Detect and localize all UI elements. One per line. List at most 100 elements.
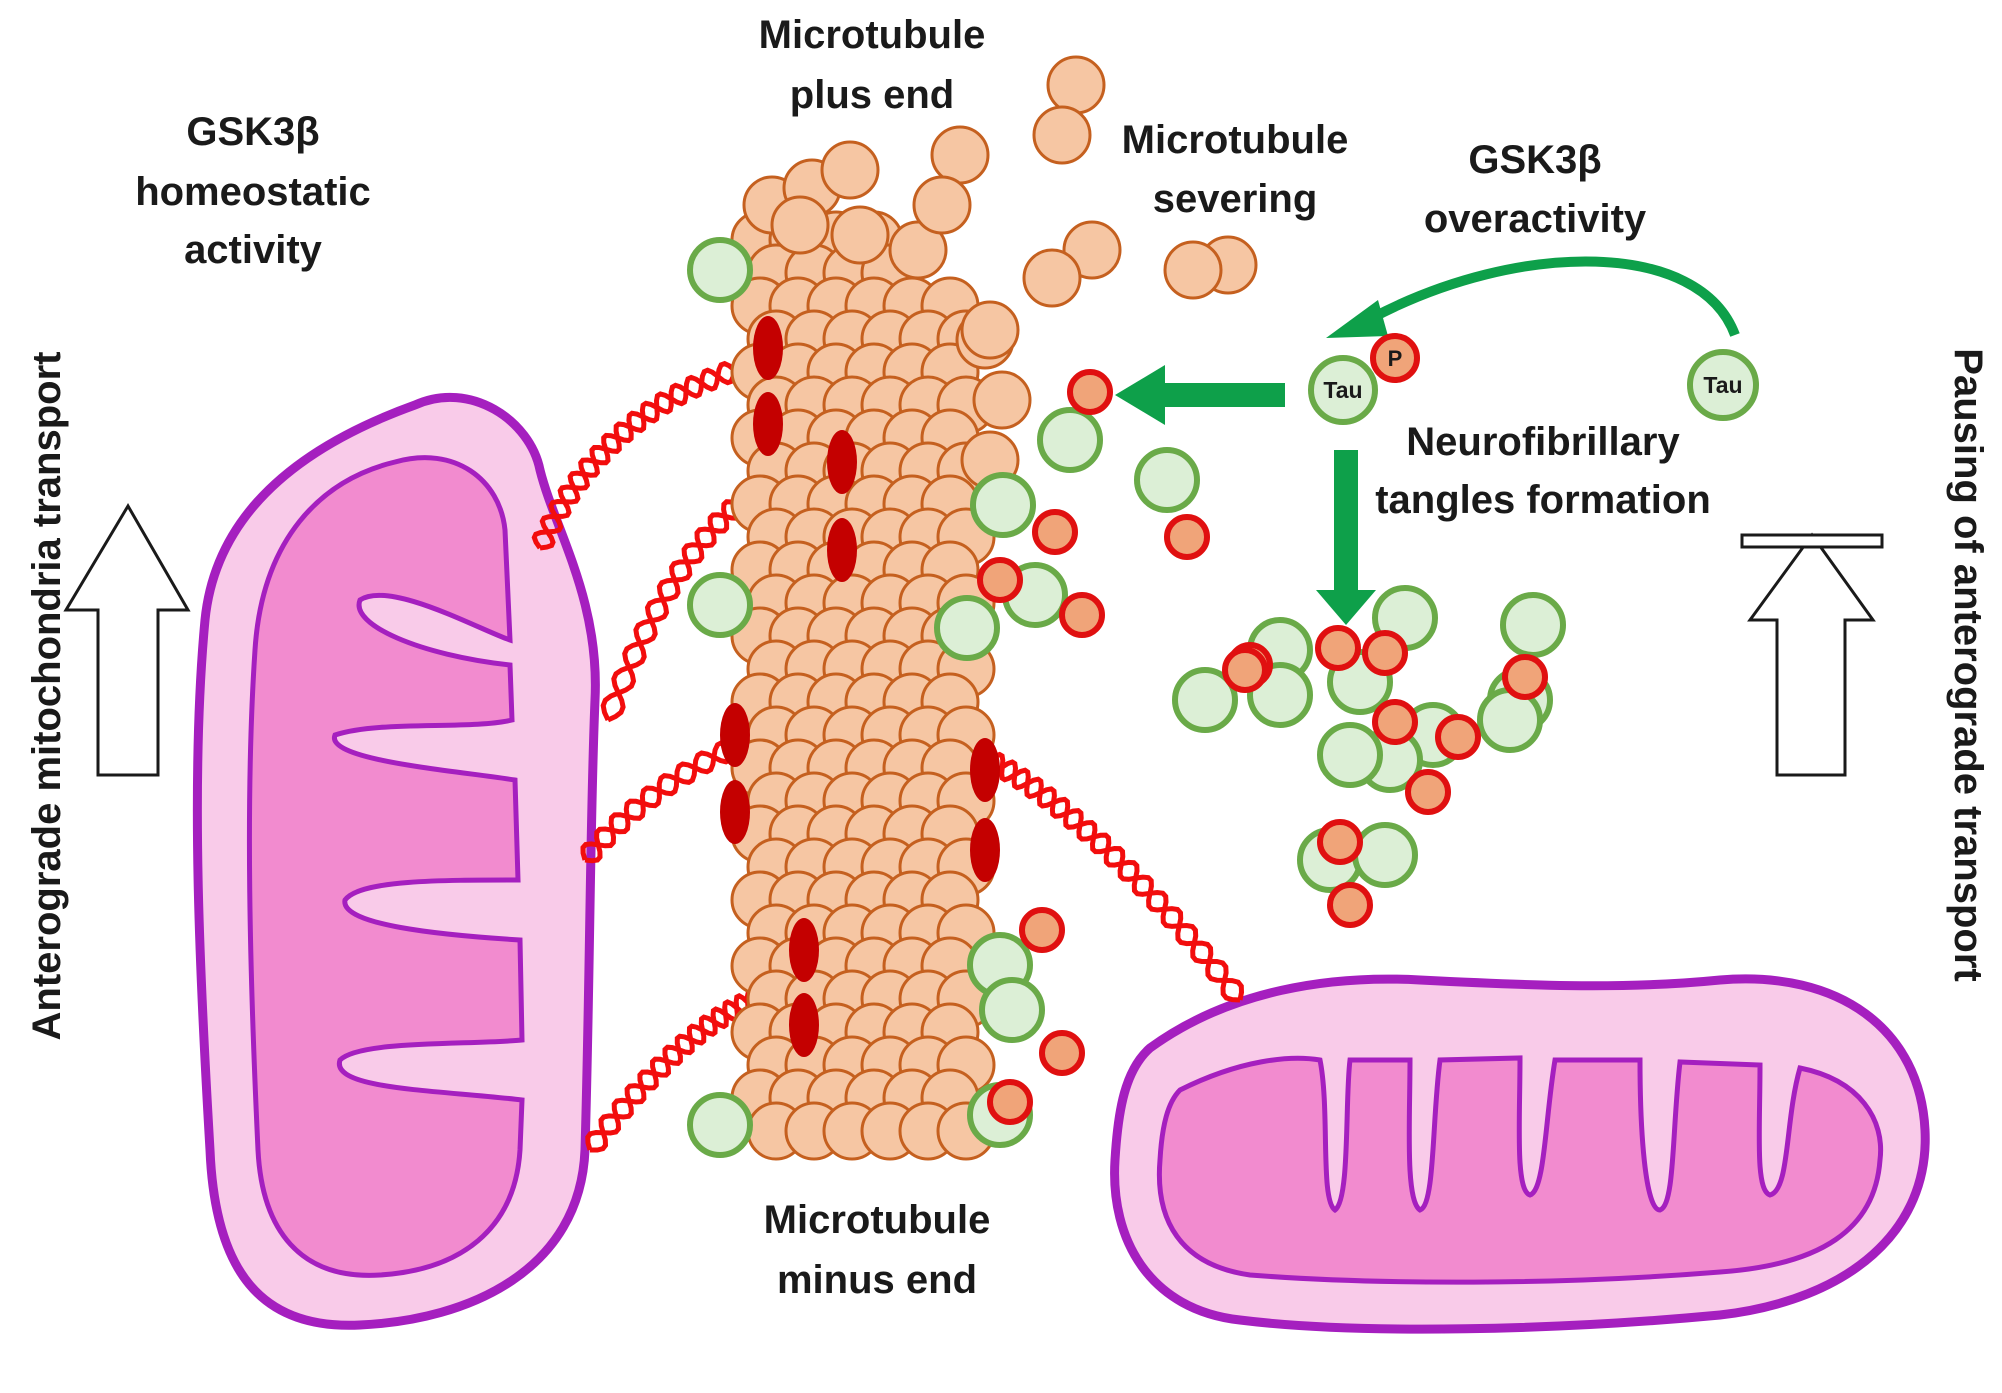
left-mito-cristae [246,455,525,1278]
phospho-tau-4 [1059,592,1105,638]
phospho-tau-15 [1019,907,1065,953]
right-mitochondrion [1110,974,1930,1334]
free-tubulin-1 [1032,105,1092,165]
overactivity-line-2: overactivity [1424,197,1647,241]
phospho-label: P [1388,346,1403,371]
curved-arrow-head [1326,300,1388,338]
free-tau-body [1687,349,1759,421]
severing-line-2: severing [1153,177,1318,221]
tau-6 [934,595,1000,661]
free-tubulin-0 [1046,55,1106,115]
pause-bar [1740,533,1884,549]
motor-head-1 [753,392,783,456]
tau-22 [687,1092,753,1158]
tau-20 [979,977,1045,1043]
motor-head-8 [789,918,819,982]
linker-strand-4-1 [988,751,1241,1003]
tubulin-168 [830,205,890,265]
left-up-arrow [63,503,191,777]
tau-2 [1134,447,1200,513]
tangles-line-1: Neurofibrillary [1406,420,1680,464]
free-tau-label: Tau [1703,372,1742,398]
green-arrows [1115,256,1740,625]
free-tubulin-8 [960,300,1020,360]
overactivity-line-1: GSK3β [1468,138,1601,182]
label-homeostatic: GSK3β homeostatic activity [135,110,371,272]
phospho-tau-10 [1435,714,1481,760]
phospho-tau-1 [1164,514,1210,560]
label-overactivity: GSK3β overactivity [1424,138,1647,241]
tau-4 [970,472,1036,538]
motor-head-7 [970,818,1000,882]
phospho-tau-6 [1362,630,1408,676]
motor-heads [720,316,1000,1057]
tubulin-166 [820,140,880,200]
plus-end-line-2: plus end [790,73,954,117]
tubulin-171 [972,370,1032,430]
tangles-arrow-shaft [1334,450,1358,600]
tau-proteins [687,237,1566,1158]
label-severing: Microtubule severing [1122,118,1349,221]
tau-0 [687,237,753,303]
severing-line-1: Microtubule [1122,118,1349,162]
tangles-arrow-head [1316,590,1376,625]
phospho-tau-label: Tau [1323,377,1362,403]
right-side-label: Pausing of anterograde transport [1946,348,1990,981]
phospho-tau-13 [1317,819,1363,865]
tau-3 [687,572,753,638]
motor-head-9 [789,993,819,1057]
phospho-tau-8 [1315,625,1361,671]
phospho-tau-9 [1372,699,1418,745]
tau-to-microtubule-arrow-shaft [1160,383,1285,407]
free-tubulin-4 [1062,220,1122,280]
phospho-tau-11 [1502,654,1548,700]
homeostatic-line-3: activity [184,228,323,272]
phospho-tau-17 [987,1079,1033,1125]
motor-head-0 [753,316,783,380]
homeostatic-line-2: homeostatic [135,170,371,214]
phospho-tau-12 [1405,769,1451,815]
minus-end-line-2: minus end [777,1258,977,1302]
right-up-arrow [1747,532,1876,777]
tangles-line-2: tangles formation [1375,478,1711,522]
tau-23 [1352,822,1418,888]
free-tubulin-3 [912,175,972,235]
phospho-tau-14 [1327,882,1373,928]
tau-10 [1172,667,1238,733]
tau-15 [1317,722,1383,788]
overactivity-curved-arrow [1369,256,1740,337]
free-tubulin-5 [1022,248,1082,308]
tau-1 [1037,407,1103,473]
left-mitochondrion [192,392,600,1330]
free-tubulin-7 [1163,240,1223,300]
homeostatic-line-1: GSK3β [186,110,319,154]
phospho-tau-7 [1222,647,1268,693]
left-side-label: Anterograde mitochondria transport [25,352,69,1041]
minus-end-line-1: Microtubule [764,1198,991,1242]
phospho-tau: Tau P [1308,333,1420,425]
motor-head-5 [720,780,750,844]
plus-end-line-1: Microtubule [759,13,986,57]
phospho-tau-0 [1067,369,1113,415]
phospho-tau-3 [977,557,1023,603]
free-tubulin-2 [930,125,990,185]
phospho-tau-16 [1039,1030,1085,1076]
tubulin-167 [770,195,830,255]
label-tangles: Neurofibrillary tangles formation [1375,420,1711,522]
label-plus-end: Microtubule plus end [759,13,986,117]
motor-head-2 [827,430,857,494]
label-minus-end: Microtubule minus end [764,1198,991,1302]
free-tau: Tau [1687,349,1759,421]
tau-16 [1500,592,1566,658]
motor-head-3 [827,518,857,582]
severed-tubulin-dimers [912,55,1258,360]
motor-head-4 [720,703,750,767]
phospho-group [1370,333,1420,383]
motor-head-6 [970,738,1000,802]
tau-to-microtubule-arrow-head [1115,365,1165,425]
phospho-tau-2 [1032,509,1078,555]
phospho-tau-body [1308,355,1378,425]
linker-strand-0-1 [531,355,773,550]
right-mito-cristae [1156,1055,1884,1285]
